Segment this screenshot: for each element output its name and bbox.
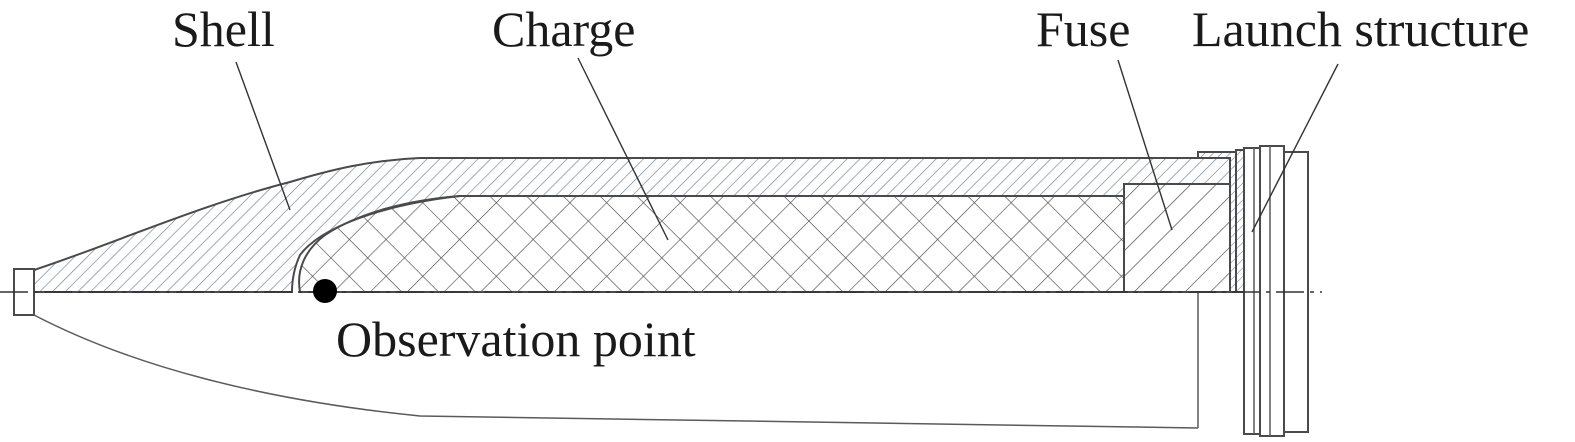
fuse-label: Fuse [1036, 1, 1130, 57]
shell-label: Shell [172, 1, 275, 57]
base-flange-main [1259, 145, 1285, 437]
fuse-section [1123, 183, 1231, 293]
base-flange-left [1243, 147, 1261, 435]
charge-section [298, 195, 1125, 293]
launch-structure-label: Launch structure [1192, 1, 1529, 57]
fuse-leader-line [1117, 59, 1173, 231]
shell-lower-outline [33, 314, 1199, 429]
observation-point-marker [313, 279, 337, 303]
observation-point-label: Observation point [336, 311, 696, 367]
shell-section [33, 157, 1231, 293]
charge-label: Charge [492, 1, 635, 57]
charge-leader-line [577, 57, 669, 241]
launch-structure-plate [1235, 149, 1245, 293]
launch-structure-leader-line [1251, 63, 1339, 233]
shell-leader-line [235, 61, 291, 211]
